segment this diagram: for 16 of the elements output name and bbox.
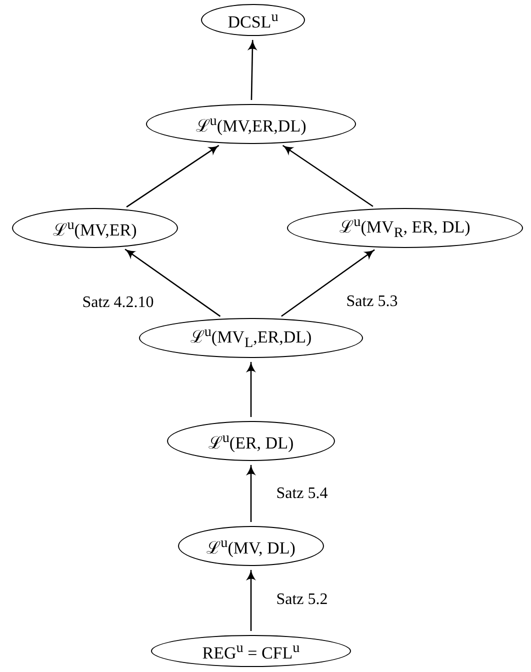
language-class-ellipse [12,208,178,248]
class-label: ℒ$^{u}$(MV$_{R}$, ER, DL) [340,215,470,241]
language-class-ellipse [287,208,523,248]
language-class-ellipse [139,318,363,358]
language-class-ellipse [178,526,324,566]
class-label: ℒ$^{u}$(MV,ER) [53,218,137,238]
class-label: ℒ$^{u}$(ER, DL) [208,430,294,452]
language-class-ellipse [167,421,335,461]
class-label: ℒ$^{u}$(MV,ER,DL) [196,114,306,134]
class-label: DCSL$^{u}$ [228,10,278,30]
class-label: REG$^{u}$ = CFL$^{u}$ [202,640,300,662]
language-class-ellipse [146,104,356,144]
language-class-ellipse [151,635,351,667]
class-label: ℒ$^{u}$(MV$_{L}$,ER,DL) [190,325,312,351]
language-class-ellipse [201,4,305,36]
class-label: ℒ$^{u}$(MV, DL) [206,536,296,556]
